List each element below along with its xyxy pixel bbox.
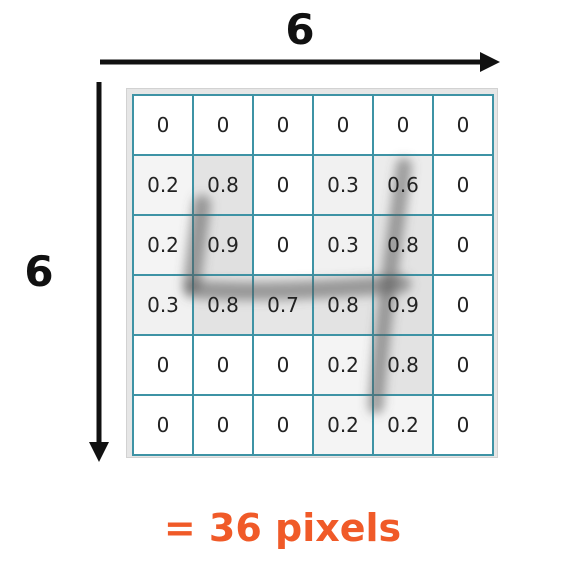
pixel-value: 0.8 [327, 293, 359, 317]
pixel-value: 0 [396, 113, 410, 137]
pixel-cell: 0.3 [312, 214, 374, 276]
pixel-value: 0.9 [207, 233, 239, 257]
pixel-cell: 0 [372, 94, 434, 156]
pixel-cell: 0 [192, 394, 254, 456]
pixel-cell: 0.2 [132, 214, 194, 276]
pixel-value: 0.8 [207, 293, 239, 317]
pixel-cell: 0 [432, 154, 494, 216]
pixel-value: 0.2 [327, 353, 359, 377]
pixel-value: 0 [456, 113, 470, 137]
pixel-value: 0 [216, 413, 230, 437]
pixel-cell: 0.2 [312, 394, 374, 456]
pixel-cell: 0 [432, 394, 494, 456]
pixel-cell: 0.3 [312, 154, 374, 216]
grid-row: 0 0 0 0.2 0.2 0 [132, 394, 494, 456]
pixel-value: 0 [216, 113, 230, 137]
pixel-cell: 0 [432, 274, 494, 336]
pixel-value: 0.2 [327, 413, 359, 437]
pixel-value: 0.2 [147, 233, 179, 257]
pixel-value: 0 [276, 233, 290, 257]
pixel-value: 0.8 [387, 233, 419, 257]
pixel-cell: 0.8 [312, 274, 374, 336]
pixel-value: 0 [456, 173, 470, 197]
pixel-value: 0.3 [147, 293, 179, 317]
pixel-value: 0.9 [387, 293, 419, 317]
pixel-cell: 0 [252, 334, 314, 396]
grid-row: 0 0 0 0 0 0 [132, 94, 494, 156]
pixel-value: 0 [276, 173, 290, 197]
pixel-value: 0 [456, 413, 470, 437]
pixel-value: 0.2 [387, 413, 419, 437]
grid-row: 0 0 0 0.2 0.8 0 [132, 334, 494, 396]
pixel-cell: 0 [252, 94, 314, 156]
pixel-cell: 0 [432, 214, 494, 276]
pixel-cell: 0 [132, 334, 194, 396]
pixel-value: 0 [156, 113, 170, 137]
height-label: 6 [24, 247, 54, 296]
pixel-cell: 0.9 [372, 274, 434, 336]
pixel-cell: 0.8 [192, 274, 254, 336]
pixel-value: 0.7 [267, 293, 299, 317]
pixel-value: 0 [456, 293, 470, 317]
pixel-cell: 0.9 [192, 214, 254, 276]
pixel-value: 0.6 [387, 173, 419, 197]
pixel-value: 0 [276, 353, 290, 377]
grid-row: 0.2 0.9 0 0.3 0.8 0 [132, 214, 494, 276]
pixel-cell: 0.8 [372, 214, 434, 276]
pixel-value: 0.3 [327, 173, 359, 197]
pixel-cell: 0.3 [132, 274, 194, 336]
pixel-cell: 0.6 [372, 154, 434, 216]
pixel-value: 0 [276, 413, 290, 437]
pixel-cell: 0 [192, 334, 254, 396]
pixel-cell: 0.8 [192, 154, 254, 216]
pixel-cell: 0 [132, 94, 194, 156]
height-arrow-head [89, 442, 109, 462]
pixel-count-caption: = 36 pixels [163, 506, 402, 550]
pixel-value: 0 [156, 413, 170, 437]
pixel-cell: 0 [252, 394, 314, 456]
pixel-value: 0.8 [207, 173, 239, 197]
pixel-value: 0 [216, 353, 230, 377]
width-arrow-head [480, 52, 500, 72]
pixel-cell: 0.2 [132, 154, 194, 216]
pixel-value: 0.8 [387, 353, 419, 377]
pixel-value: 0 [456, 353, 470, 377]
grid-row: 0.2 0.8 0 0.3 0.6 0 [132, 154, 494, 216]
pixel-cell: 0.2 [312, 334, 374, 396]
pixel-cell: 0.7 [252, 274, 314, 336]
width-label: 6 [285, 5, 315, 54]
pixel-cell: 0 [132, 394, 194, 456]
pixel-cell: 0 [432, 334, 494, 396]
pixel-cell: 0 [432, 94, 494, 156]
pixel-cell: 0.8 [372, 334, 434, 396]
pixel-value: 0.3 [327, 233, 359, 257]
pixel-cell: 0 [252, 214, 314, 276]
pixel-value: 0.2 [147, 173, 179, 197]
pixel-cell: 0 [252, 154, 314, 216]
pixel-cell: 0 [312, 94, 374, 156]
grid-row: 0.3 0.8 0.7 0.8 0.9 0 [132, 274, 494, 336]
pixel-grid: 0 0 0 0 0 0 0.2 0.8 0 0.3 0.6 0 0.2 0.9 0 0.3 0.8 0 0.3 0.8… [132, 94, 494, 456]
pixel-value: 0 [276, 113, 290, 137]
pixel-value: 0 [336, 113, 350, 137]
pixel-value: 0 [456, 233, 470, 257]
pixel-cell: 0 [192, 94, 254, 156]
pixel-cell: 0.2 [372, 394, 434, 456]
pixel-value: 0 [156, 353, 170, 377]
